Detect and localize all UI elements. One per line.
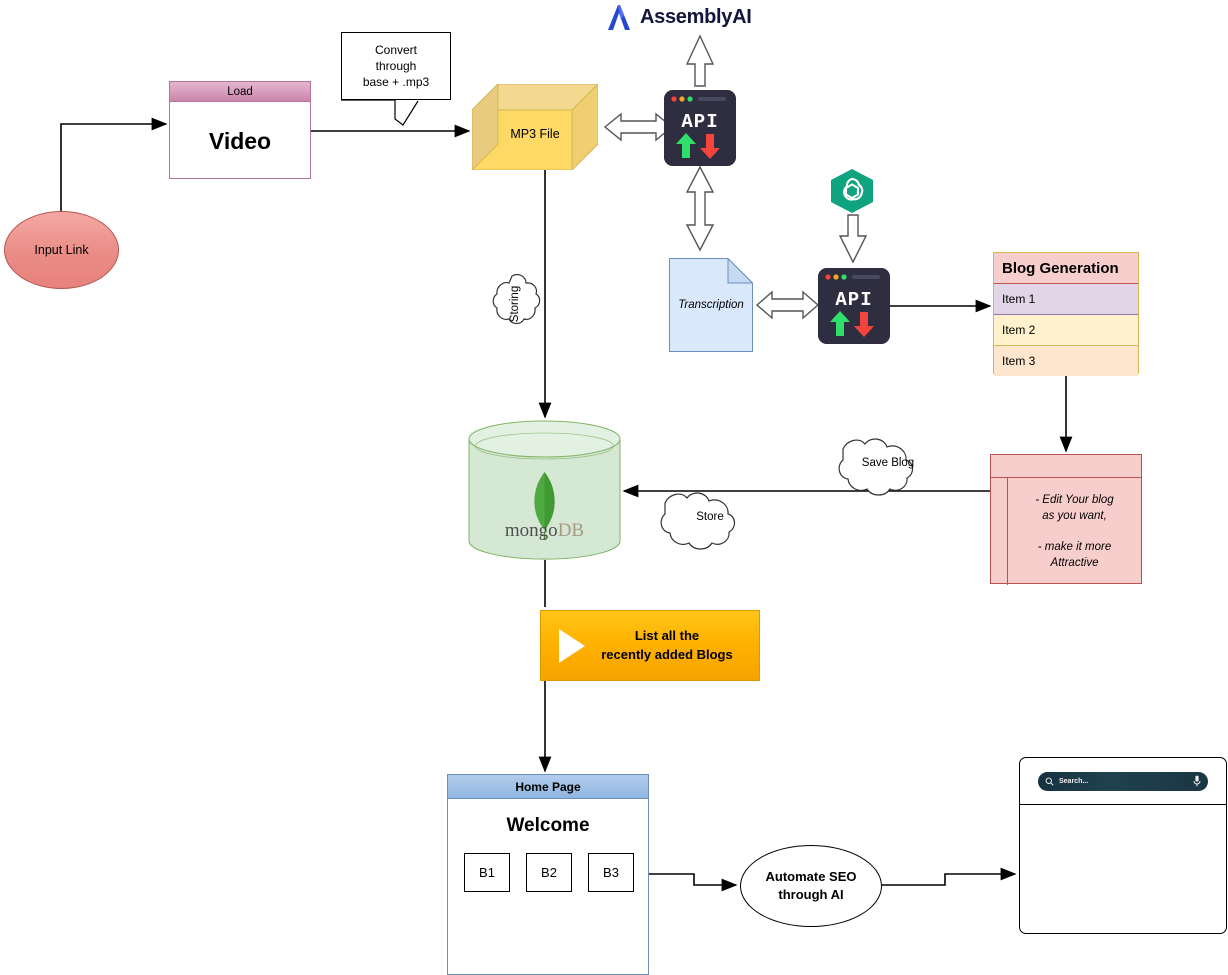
home-page-welcome-label: Welcome (506, 815, 590, 836)
node-automate-seo[interactable]: Automate SEO through AI (740, 845, 882, 927)
seo-line-1: Automate SEO (765, 869, 857, 885)
mongodb-word-part1: mongo (504, 520, 558, 541)
edit-box-line-2: as you want, (1042, 510, 1107, 523)
list-blogs-line-1: List all the (634, 627, 700, 643)
api-terminal-icon: API (818, 268, 890, 344)
node-list-recent-blogs[interactable]: List all the recently added Blogs (540, 610, 760, 681)
video-body-label: Video (208, 127, 272, 154)
cylinder-shape-icon (468, 420, 621, 560)
search-input[interactable]: Search... (1038, 771, 1208, 791)
home-page-header-label: Home Page (448, 775, 648, 799)
callout-line-2: through (375, 58, 417, 73)
assemblyai-logo: AssemblyAI (604, 0, 784, 34)
mongodb-word-part2: DB (557, 520, 585, 541)
list-blogs-line-2: recently added Blogs (601, 646, 733, 662)
edge-mp3-api-double (603, 112, 674, 142)
browser-content-area (1020, 805, 1226, 934)
node-edit-blog[interactable]: - Edit Your blog as you want, - make it … (990, 454, 1142, 585)
blog-table-row[interactable]: Item 1 (994, 284, 1138, 315)
node-input-link[interactable]: Input Link (4, 211, 119, 289)
blog-table-row[interactable]: Item 2 (994, 315, 1138, 346)
edge-seo-to-browser (882, 867, 1017, 886)
node-transcription[interactable]: Transcription (669, 257, 754, 352)
node-search-browser[interactable]: Search... (1019, 757, 1227, 934)
svg-text:API: API (681, 111, 718, 133)
blog-table-title: Blog Generation (994, 253, 1138, 284)
home-page-blog-button[interactable]: B1 (464, 853, 510, 892)
magnifier-icon (1045, 777, 1054, 786)
node-mongodb[interactable]: mongoDB (468, 420, 621, 560)
svg-text:API: API (835, 289, 872, 311)
node-convert-callout: Convert through base + .mp3 (341, 32, 451, 100)
edit-box-top-strip (991, 455, 1141, 478)
api-terminal-icon: API (664, 90, 736, 166)
cloud-save-blog-label: Save Blog (861, 457, 915, 469)
edit-box-line-3: - make it more (1037, 540, 1112, 553)
edge-apitop-transcription (685, 165, 715, 252)
blog-table-row[interactable]: Item 3 (994, 346, 1138, 376)
video-header-label: Load (170, 82, 310, 102)
node-mp3-file[interactable]: MP3 File (470, 82, 600, 172)
transcription-label: Transcription (678, 299, 744, 311)
browser-top-bar: Search... (1020, 758, 1226, 805)
node-video[interactable]: Load Video (169, 81, 311, 179)
cloud-store-label: Store (696, 511, 724, 523)
edge-assemblyai-api (685, 34, 715, 87)
microphone-icon[interactable] (1193, 775, 1201, 787)
openai-logo-icon (831, 169, 873, 213)
edge-input-to-video (60, 117, 168, 211)
node-api-assemblyai[interactable]: API (664, 90, 736, 166)
edge-chatgpt-api (838, 214, 868, 264)
search-placeholder-label: Search... (1059, 777, 1089, 785)
edit-box-line-1: - Edit Your blog (1035, 494, 1114, 507)
assemblyai-label: AssemblyAI (640, 5, 752, 28)
seo-line-2: through AI (778, 887, 844, 902)
edge-homepage-to-seo (649, 873, 738, 892)
mp3-file-label: MP3 File (510, 127, 560, 141)
home-page-blog-button[interactable]: B2 (526, 853, 572, 892)
input-link-label: Input Link (34, 243, 89, 257)
home-page-blog-button[interactable]: B3 (588, 853, 634, 892)
callout-tail (341, 99, 419, 126)
callout-line-3: base + .mp3 (362, 75, 430, 90)
callout-line-1: Convert (374, 42, 418, 57)
play-triangle-icon (559, 628, 585, 663)
node-blog-generation-table[interactable]: Blog Generation Item 1 Item 2 Item 3 (993, 252, 1139, 376)
openai-logo (828, 168, 876, 214)
edit-box-line-4: Attractive (1050, 556, 1099, 569)
node-api-openai[interactable]: API (818, 268, 890, 344)
cloud-storing-label: Storing (509, 285, 521, 323)
document-shape-icon (669, 257, 754, 352)
edge-transcription-api-double (755, 290, 820, 320)
mongodb-wordmark: mongoDB (468, 520, 621, 542)
assemblyai-logo-icon (608, 5, 630, 30)
node-home-page[interactable]: Home Page Welcome B1 B2 B3 (447, 774, 649, 975)
edit-box-gutter (991, 478, 1008, 585)
cube-shape-icon (470, 82, 600, 172)
